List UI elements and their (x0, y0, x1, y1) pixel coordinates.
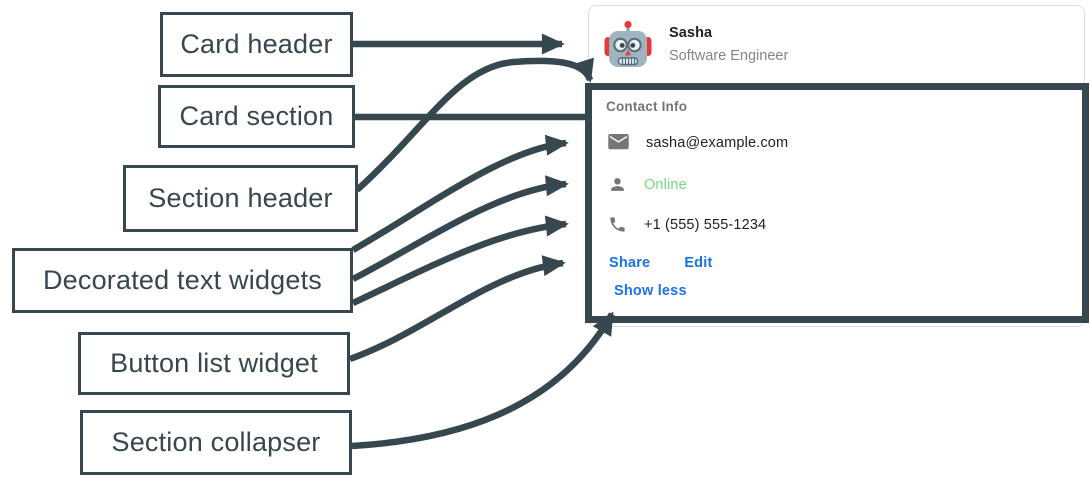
arrow-button-list (348, 255, 566, 363)
decorated-text-phone: +1 (555) 555-1234 (608, 215, 766, 234)
label-button-list-widget: Button list widget (78, 332, 350, 395)
show-less-button[interactable]: Show less (614, 283, 687, 299)
label-card-header: Card header (160, 12, 353, 77)
phone-icon (610, 217, 625, 232)
card-header-subtitle: Software Engineer (669, 48, 789, 64)
decorated-text-status: Online (608, 175, 687, 194)
label-decorated-text-widgets: Decorated text widgets (12, 248, 353, 313)
label-section-collapser: Section collapser (80, 410, 352, 475)
contact-card: Sasha Software Engineer Contact Info sas… (588, 5, 1085, 327)
person-icon (611, 178, 624, 191)
section-header-title: Contact Info (606, 99, 688, 114)
arrow-decorated-phone (351, 215, 569, 306)
label-section-header: Section header (123, 165, 358, 232)
label-section-header-text: Section header (148, 183, 333, 213)
button-list: Share Edit (609, 255, 713, 271)
phone-text: +1 (555) 555-1234 (644, 216, 767, 233)
decorated-text-email: sasha@example.com (608, 134, 788, 151)
email-text: sasha@example.com (646, 134, 789, 151)
label-card-section: Card section (158, 85, 355, 148)
card-header-name: Sasha (669, 25, 713, 41)
arrow-section-header (354, 57, 594, 193)
robot-avatar-icon (604, 20, 652, 67)
arrow-section-collapser (351, 311, 615, 450)
label-card-section-text: Card section (179, 101, 334, 131)
share-button[interactable]: Share (609, 255, 651, 271)
label-section-collapser-text: Section collapser (111, 427, 321, 457)
label-card-header-text: Card header (180, 29, 333, 59)
label-button-list-widget-text: Button list widget (110, 348, 318, 378)
edit-button[interactable]: Edit (684, 255, 713, 271)
arrow-decorated-status (351, 175, 569, 282)
mail-icon (608, 134, 629, 150)
label-decorated-text-widgets-text: Decorated text widgets (42, 265, 323, 295)
arrow-decorated-email (351, 134, 569, 253)
robot-avatar (604, 19, 652, 69)
status-text: Online (644, 176, 687, 193)
